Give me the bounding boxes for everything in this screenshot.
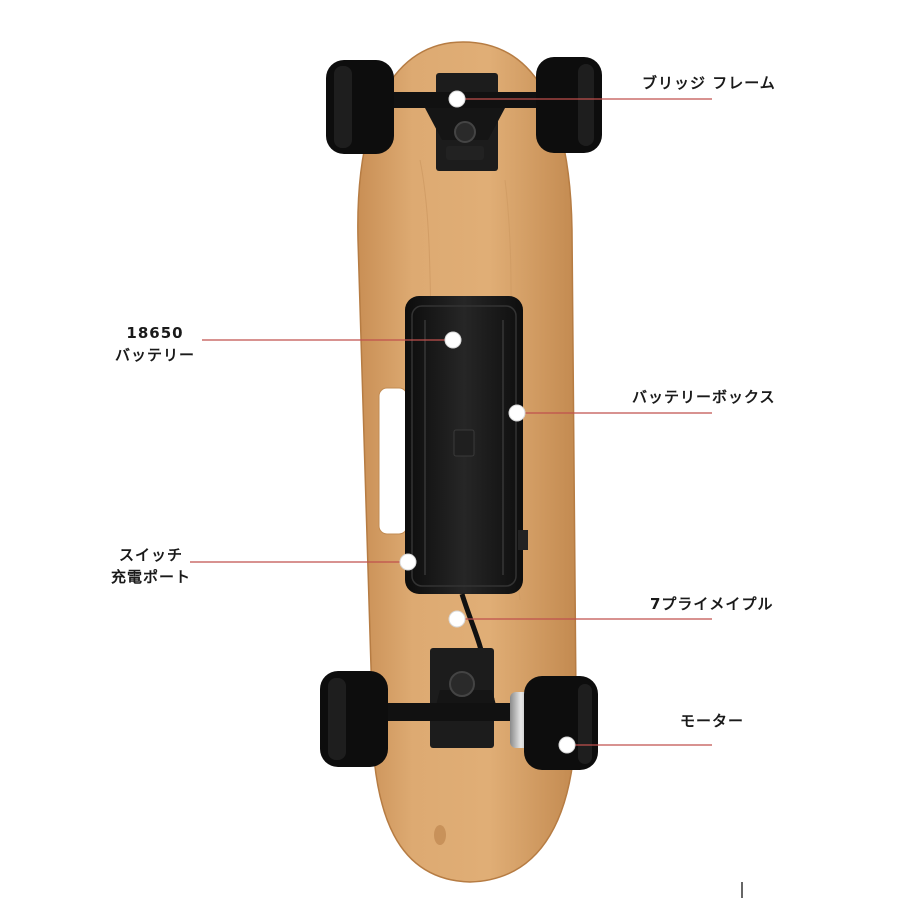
label-18650-line2: バッテリー (114, 346, 195, 364)
label-motor: モーター (680, 712, 745, 730)
marker-bridge (448, 90, 466, 108)
marker-motor (558, 736, 576, 754)
rear-truck (382, 648, 522, 748)
leader-lines (190, 98, 712, 746)
motor-icon (510, 676, 598, 770)
handle-cutout (378, 387, 408, 535)
label-18650-line1: 18650 (126, 324, 184, 342)
battery-box-icon (405, 296, 528, 594)
wood-knot (434, 825, 446, 845)
wheel-icon (320, 671, 388, 767)
label-switch-line2: 充電ポート (110, 568, 191, 586)
marker-maple (448, 610, 466, 628)
wheel-icon (326, 60, 394, 154)
label-switch-line1: スイッチ (118, 546, 183, 564)
label-7ply-maple: 7プライメイプル (650, 595, 774, 613)
label-bridge-frame: ブリッジ フレーム (642, 74, 776, 92)
label-battery-box: バッテリーボックス (632, 388, 776, 406)
markers (399, 90, 576, 754)
wheel-icon (536, 57, 602, 153)
label-switch-port: スイッチ 充電ポート (96, 544, 206, 588)
label-18650-battery: 18650 バッテリー (100, 322, 210, 366)
marker-battery (444, 331, 462, 349)
marker-battery-box (508, 404, 526, 422)
marker-switch (399, 553, 417, 571)
